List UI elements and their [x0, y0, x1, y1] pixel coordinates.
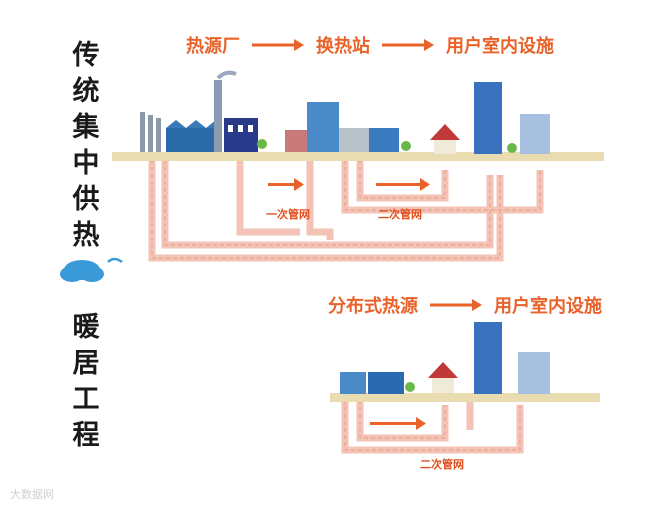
arrow-right-icon [382, 35, 434, 56]
distributed-source-icon [340, 372, 415, 394]
flow-arrow-secondary [376, 178, 430, 191]
arrow-right-icon [430, 295, 482, 316]
pipe-network-top [148, 160, 544, 262]
label-secondary-net: 二次管网 [378, 208, 422, 221]
flow-step: 用户室内设施 [494, 296, 602, 317]
flow-step: 换热站 [316, 36, 370, 57]
label-primary-net: 一次管网 [266, 208, 310, 221]
title-char: 统 [72, 76, 100, 107]
flow-arrow-primary [268, 178, 304, 191]
label-secondary-net-bottom: 二次管网 [420, 458, 464, 471]
title-char: 程 [72, 420, 100, 451]
title-char: 供 [72, 184, 100, 215]
title-char: 居 [72, 348, 100, 379]
arrow-right-icon [252, 35, 304, 56]
title-char: 中 [72, 148, 100, 179]
title-char: 集 [72, 112, 100, 143]
flow-step: 热源厂 [186, 36, 240, 57]
title-char: 暖 [72, 312, 100, 343]
user-facilities-bottom-icon [428, 322, 550, 394]
pipe-dashes-top [151, 160, 541, 259]
title-traditional: 传 统 集 中 供 热 [62, 38, 110, 254]
pipe-dashes-bottom [344, 400, 521, 451]
ground-bottom [330, 393, 600, 402]
flow-top: 热源厂 换热站 用户室内设施 [186, 32, 554, 58]
flow-bottom: 分布式热源 用户室内设施 [328, 292, 602, 318]
title-char: 工 [72, 384, 100, 415]
title-project: 暖 居 工 程 [62, 310, 110, 454]
cloud-icon [60, 257, 123, 282]
flow-step: 用户室内设施 [446, 36, 554, 57]
user-facilities-icon [430, 82, 550, 154]
title-char: 传 [72, 40, 100, 71]
title-char: 热 [72, 220, 100, 251]
heat-plant-icon [140, 70, 267, 152]
ground-top [112, 152, 604, 161]
flow-step: 分布式热源 [328, 296, 418, 317]
exchange-station-icon [285, 102, 411, 152]
watermark: 大数据网 [10, 488, 54, 501]
flow-arrow-bottom [370, 417, 426, 430]
